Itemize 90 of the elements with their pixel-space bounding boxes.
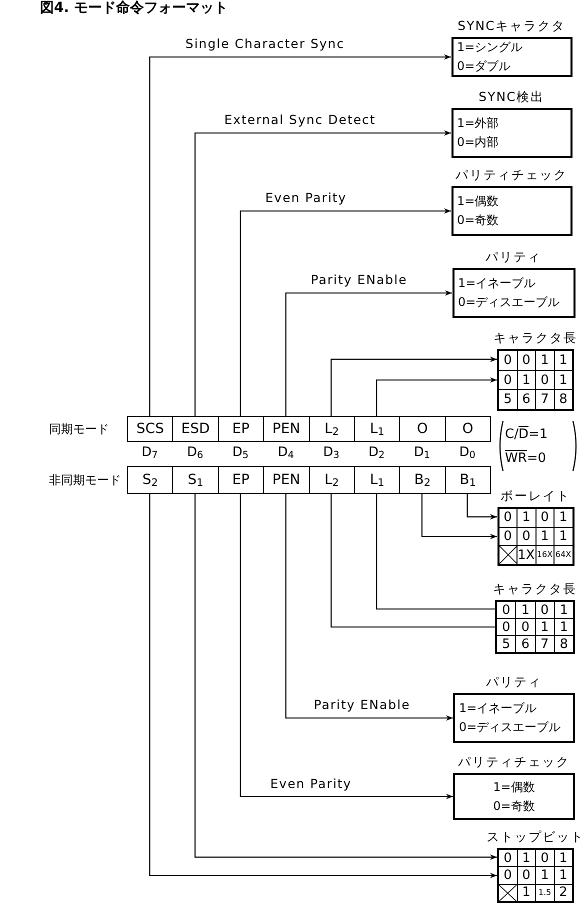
row-label: 同期モード (49, 421, 109, 438)
table-row (499, 867, 572, 885)
arrow (466, 494, 497, 520)
arrow (330, 356, 497, 416)
arrow (421, 494, 497, 540)
setting-value: 1=イネーブル (458, 275, 536, 292)
setting-value: 0=ディスエーブル (458, 294, 560, 311)
register-bit: L$_{2}$ (308, 416, 355, 442)
bit-label: D$_{4}$ (278, 444, 294, 462)
arrow (376, 377, 497, 416)
register-bit: L$_{1}$ (354, 466, 400, 494)
table-cell: 7 (536, 636, 555, 652)
register-row (49, 466, 490, 494)
bit-label: D$_{5}$ (232, 444, 249, 462)
table-row (497, 602, 573, 619)
setting-value: 0=ダブル (457, 58, 511, 75)
setting-value: 1=偶数 (493, 778, 535, 796)
setting-value: 1=シングル (457, 39, 523, 56)
table-heading: ストップビット (486, 828, 583, 846)
box-heading: パリティ (486, 673, 542, 691)
condition-label: C/D=1 (505, 426, 548, 444)
table-heading: ボーレイト (500, 487, 570, 505)
box-heading: SYNCキャラクタ (458, 17, 566, 35)
setting-value: 0=ディスエーブル (459, 719, 561, 736)
setting-value: 0=奇数 (457, 212, 499, 229)
register-bit: S$_{1}$ (172, 466, 219, 494)
table-row (499, 370, 572, 390)
table-cell: 0 (536, 509, 554, 527)
arrow (194, 130, 451, 416)
setting-value: 1=偶数 (457, 193, 499, 210)
condition-label: WR=0 (505, 450, 546, 468)
arrow (285, 494, 453, 721)
truth-table (486, 828, 583, 903)
register-bit: SCS (127, 416, 174, 442)
table-heading: キャラクタ長 (494, 329, 578, 347)
register-bit: EP (218, 466, 264, 494)
table-row (497, 619, 573, 636)
register-bit: L$_{2}$ (308, 466, 355, 494)
bit-label: D$_{2}$ (368, 444, 385, 462)
table-row (499, 528, 572, 546)
setting-box (451, 88, 572, 158)
table-cell: 1X (518, 546, 536, 564)
bit-label: D$_{1}$ (414, 444, 430, 462)
register-bit: B$_{1}$ (444, 466, 491, 494)
connector-line (330, 494, 495, 628)
box-heading: パリティ (486, 248, 542, 266)
table-row (499, 546, 572, 564)
arrow (194, 494, 497, 860)
register-bit: S$_{2}$ (127, 466, 174, 494)
register-bit: O (444, 416, 491, 442)
register-bit: L$_{1}$ (354, 416, 400, 442)
setting-value: 1=イネーブル (459, 700, 537, 717)
table-cell: 1.5 (536, 884, 554, 901)
register-bit: EP (218, 416, 264, 442)
truth-table (497, 487, 574, 566)
bit-label: D$_{0}$ (459, 444, 476, 462)
register-bit: B$_{2}$ (399, 466, 446, 494)
truth-table (493, 580, 577, 654)
register-bit: PEN (263, 466, 310, 494)
arrow (240, 208, 451, 416)
table-cell: 16X (536, 546, 554, 564)
setting-value: 0=内部 (457, 134, 499, 151)
connector-line (376, 494, 495, 610)
arrow (285, 290, 452, 416)
figure-title: 図4. モード命令フォーマット (40, 0, 228, 16)
row-label: 非同期モード (49, 472, 121, 489)
bit-label: D$_{7}$ (142, 444, 158, 462)
box-heading: パリティチェック (456, 166, 568, 184)
setting-value: 0=奇数 (493, 798, 535, 814)
table-cell: 1 (536, 619, 555, 635)
box-heading: パリティチェック (458, 753, 570, 771)
setting-value: 1=外部 (457, 115, 499, 132)
register-bit: PEN (263, 416, 310, 442)
table-row (499, 351, 572, 371)
table-heading: キャラクタ長 (493, 580, 577, 598)
register-bit: O (399, 416, 446, 442)
truth-table (494, 329, 578, 411)
table-row (499, 884, 572, 901)
bit-label: D$_{3}$ (323, 444, 340, 462)
table-cell: 0 (499, 528, 518, 546)
table-row (499, 850, 572, 868)
arrow (149, 54, 451, 416)
box-heading: SYNC検出 (478, 88, 544, 106)
arrow (240, 494, 453, 800)
bit-label: D$_{6}$ (186, 444, 204, 462)
register-row (49, 416, 490, 442)
arrow (149, 494, 497, 878)
table-row (499, 509, 572, 528)
table-cell: 0 (536, 602, 555, 618)
register-bit: ESD (172, 416, 219, 442)
